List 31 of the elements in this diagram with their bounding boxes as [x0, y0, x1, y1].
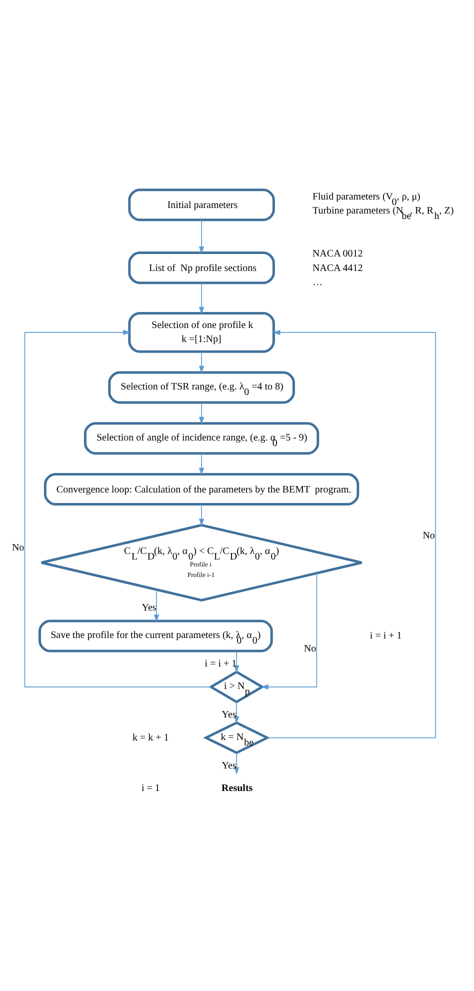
node-box: Initial parameters [128, 188, 275, 222]
node-text: Results [222, 782, 253, 794]
edge-label: Yes [222, 760, 236, 772]
label: k = k + 1 [132, 732, 169, 744]
arrow [198, 453, 204, 476]
arrow [154, 590, 160, 622]
edge-label: No [304, 644, 316, 655]
arrow [198, 504, 204, 526]
arrow [234, 702, 240, 724]
label: i = i + 1 [370, 630, 402, 642]
arrow [234, 650, 240, 673]
edge-label: No [422, 530, 435, 542]
arrow [260, 572, 318, 690]
node-label: NACA 0012 [312, 248, 363, 260]
node-label: … [312, 277, 322, 288]
arrow [266, 330, 436, 738]
edge-label: i = i + 1 [204, 658, 237, 670]
arrow [198, 282, 204, 314]
node-box: Selection of one profile k k =[1:Np] [128, 312, 275, 353]
node-box: List of Np profile sections [128, 252, 275, 284]
arrow [24, 330, 212, 688]
arrow [234, 752, 240, 775]
arrow [198, 351, 204, 374]
edge-label: Yes [142, 602, 156, 614]
arrow [198, 220, 204, 254]
label: i = 1 [141, 783, 160, 794]
node-box: Convergence loop: Calculation of the parameters by the BEMT program. [44, 472, 360, 506]
edge-label: No [12, 542, 24, 554]
node-label: NACA 4412 [312, 262, 363, 274]
edge-label: Yes [222, 709, 236, 720]
arrow [198, 402, 204, 424]
